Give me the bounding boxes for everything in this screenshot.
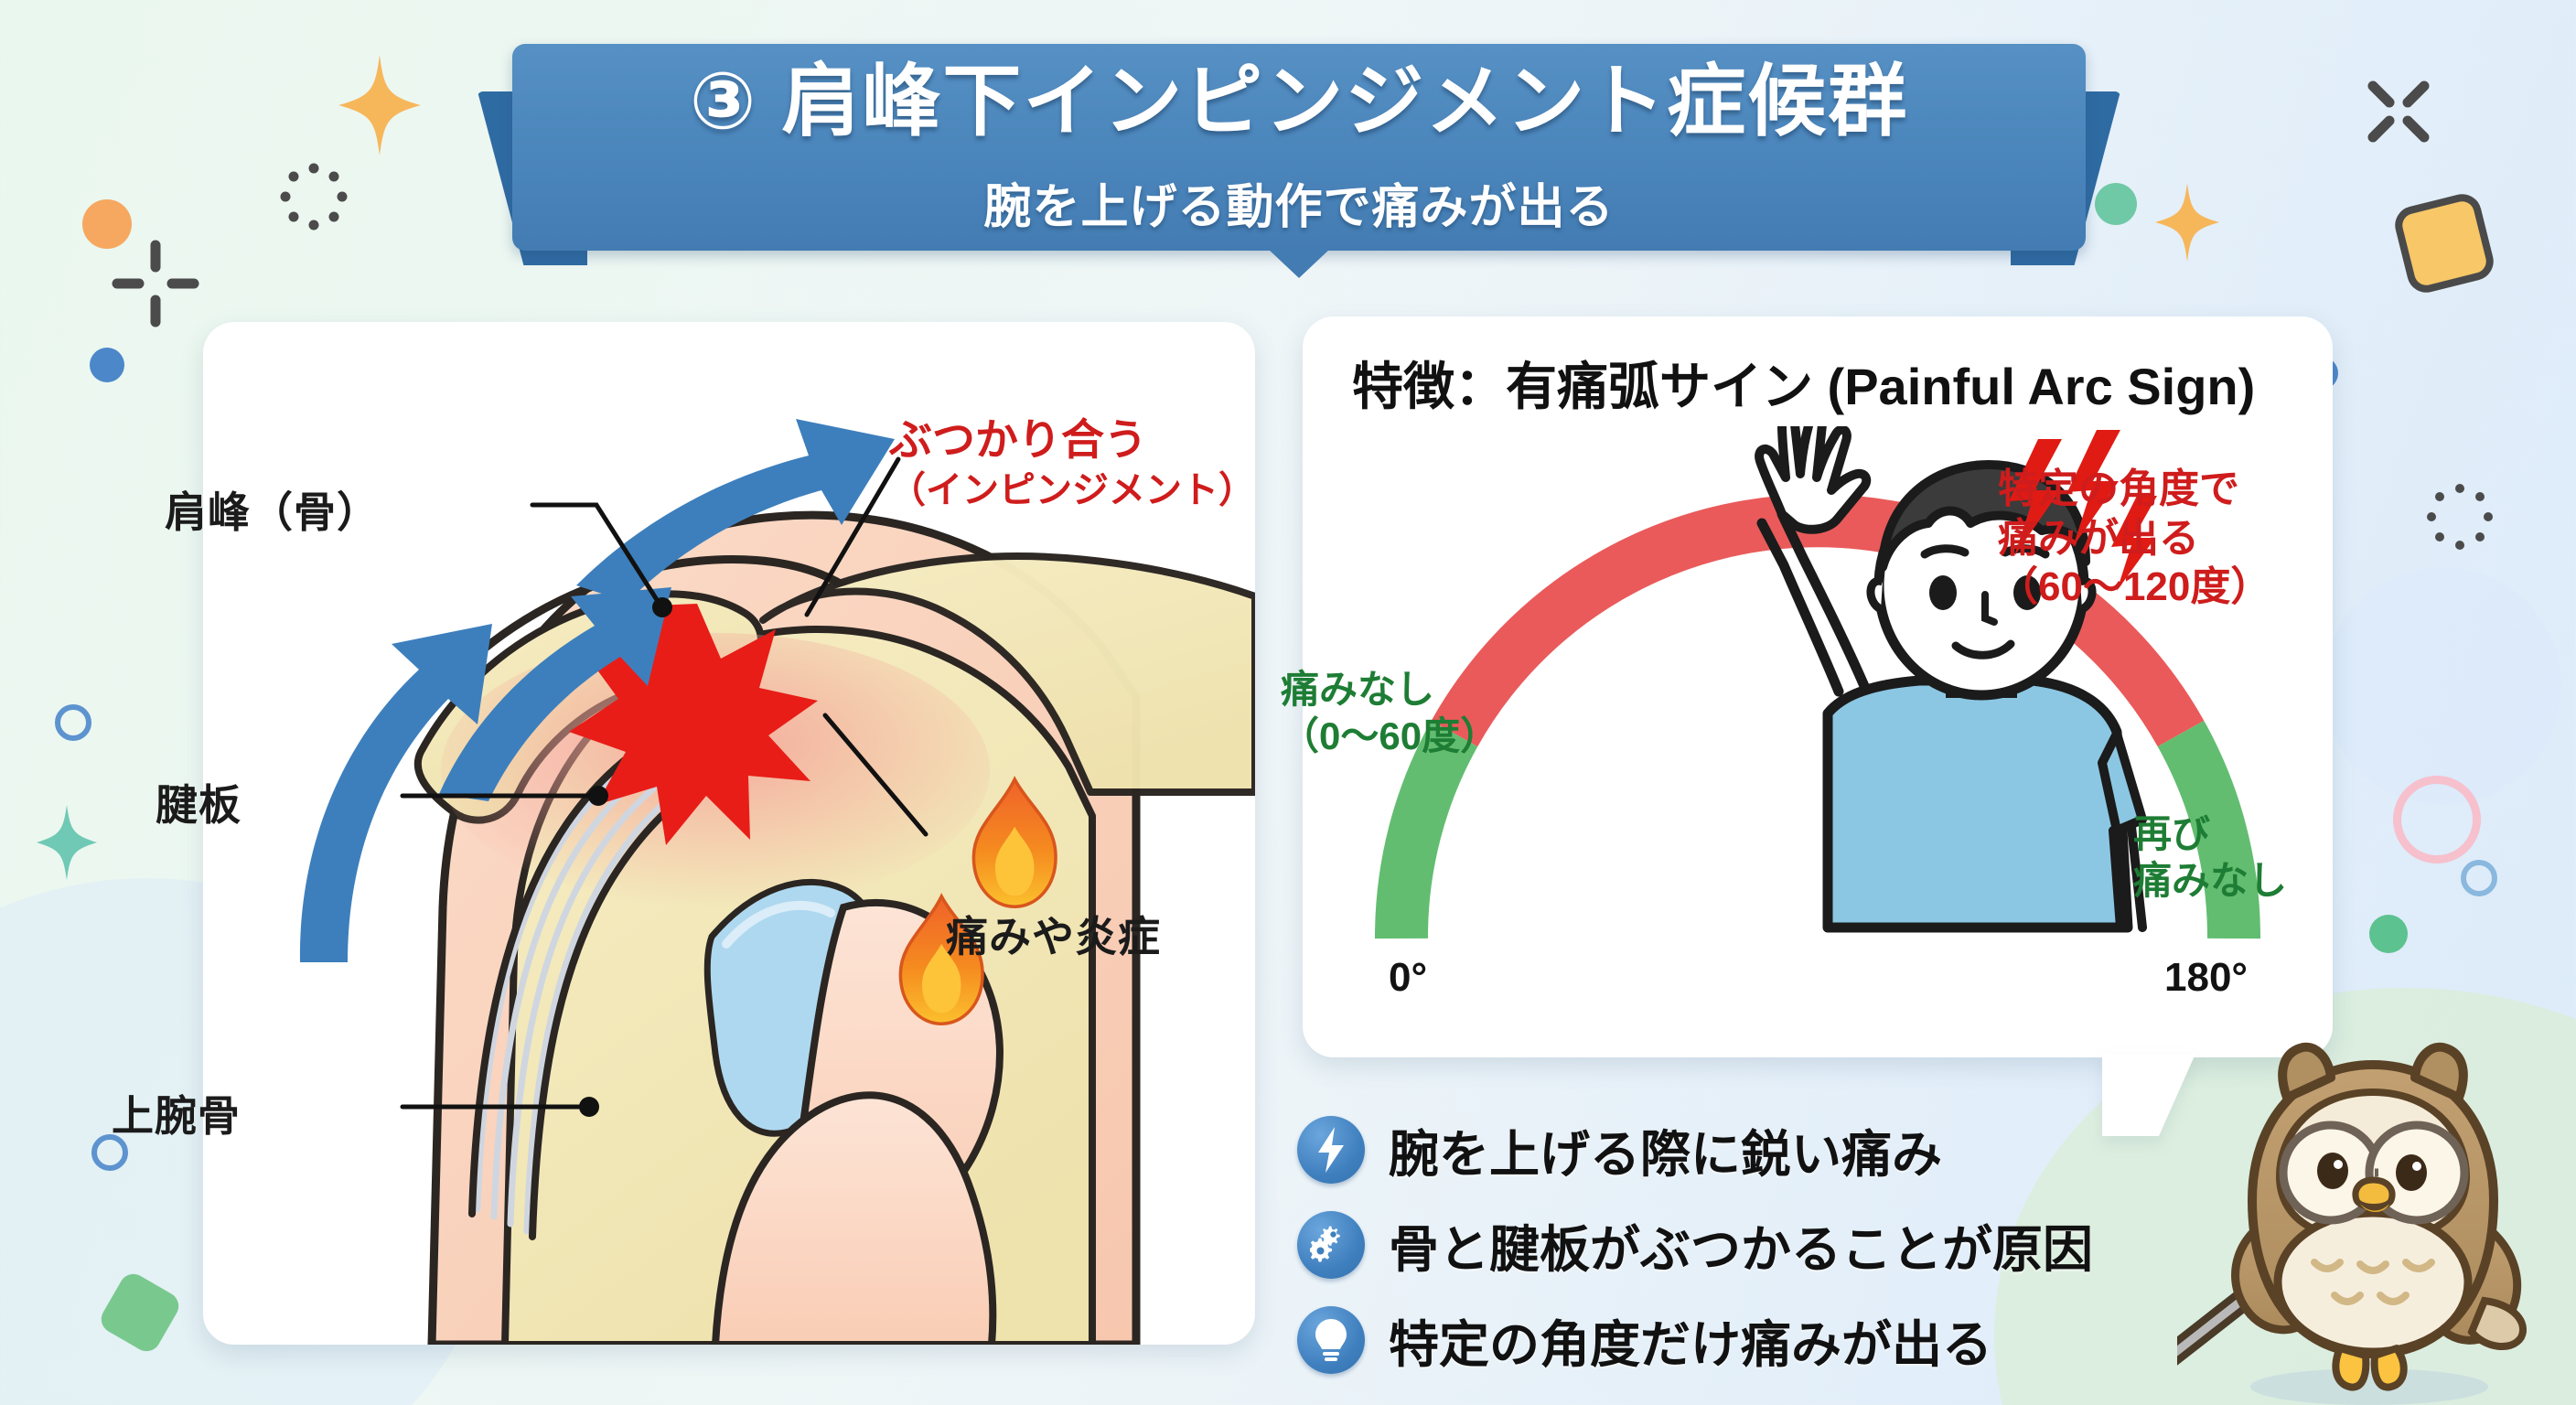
painful-arc-gauge bbox=[1374, 426, 2261, 939]
painful-arc-card: 特徴：有痛弧サイン (Painful Arc Sign) bbox=[1281, 316, 2333, 1136]
list-item-label: 腕を上げる際に鋭い痛み bbox=[1389, 1126, 1943, 1183]
impingement-callout: ぶつかり合う （インピンジメント） bbox=[889, 413, 1255, 513]
decor-ring-blue bbox=[55, 704, 91, 741]
dotted-circle-icon-2 bbox=[2427, 484, 2493, 550]
decor-square-yellow bbox=[2390, 189, 2498, 297]
label-acromion: 肩峰（骨） bbox=[165, 488, 380, 536]
list-item: 特定の角度だけ痛みが出る bbox=[1297, 1304, 2285, 1376]
gears-icon bbox=[1297, 1211, 1365, 1279]
sparkle-icon-teal bbox=[37, 805, 97, 880]
label-humerus: 上腕骨 bbox=[112, 1092, 241, 1140]
arc-label-pain-zone-line3: （60〜120度） bbox=[1998, 564, 2271, 610]
arc-label-pain-zone-line1: 特定の角度で bbox=[1998, 467, 2239, 511]
plus-mark-icon bbox=[112, 240, 199, 327]
label-rotator-cuff: 腱板 bbox=[156, 781, 242, 829]
sparkle-icon-yellow bbox=[338, 55, 421, 156]
lightning-bolt-icon-group bbox=[2009, 430, 2157, 591]
arc-label-no-pain-left: 痛みなし （0〜60度） bbox=[1281, 666, 1555, 759]
arc-label-no-pain-right-line1: 再び bbox=[2133, 812, 2211, 855]
flame-icon-1 bbox=[971, 776, 1057, 909]
ribbon-notch bbox=[1268, 249, 1330, 278]
arc-label-no-pain-right: 再び 痛みなし bbox=[2133, 810, 2371, 904]
flame-icon-2 bbox=[898, 893, 984, 1026]
key-points-list: 腕を上げる際に鋭い痛み 骨と腱板がぶつかることが原因 特定の角度だけ痛みが出る bbox=[1297, 1114, 2285, 1400]
arc-label-pain-zone: 特定の角度で 痛みが出る （60〜120度） bbox=[1998, 465, 2327, 612]
decor-ring-blue-3 bbox=[2461, 860, 2497, 896]
arc-label-pain-zone-line2: 痛みが出る bbox=[1998, 515, 2199, 561]
decor-dot-teal bbox=[2095, 183, 2137, 225]
anatomy-illustration-card: 肩峰（骨） 腱板 上腕骨 痛みや炎症 ぶつかり合う （インピンジメント） bbox=[112, 322, 1255, 1345]
ribbon-body bbox=[512, 44, 2086, 278]
arc-segment-no-pain-right bbox=[2157, 720, 2261, 939]
upward-arrow-icon-2 bbox=[439, 587, 671, 801]
page-subtitle: 腕を上げる動作で痛みが出る bbox=[983, 181, 1615, 234]
arc-panel-heading: 特徴：有痛弧サイン (Painful Arc Sign) bbox=[1352, 358, 2256, 415]
list-item-label: 骨と腱板がぶつかることが原因 bbox=[1389, 1221, 2094, 1278]
bg-blob-right bbox=[2324, 567, 2561, 805]
owl-mascot bbox=[2177, 1042, 2527, 1405]
impingement-callout-line2: （インピンジメント） bbox=[889, 469, 1255, 510]
impingement-callout-line1: ぶつかり合う bbox=[889, 415, 1147, 464]
list-item-label: 特定の角度だけ痛みが出る bbox=[1389, 1316, 1993, 1373]
title-ribbon: ③ 肩峰下インピンジメント症候群 腕を上げる動作で痛みが出る bbox=[478, 44, 2120, 278]
page-title: ③ 肩峰下インピンジメント症候群 bbox=[689, 58, 1909, 145]
axis-label-end: 180° bbox=[2164, 955, 2249, 1000]
x-burst-icon bbox=[2367, 80, 2430, 143]
shoulder-anatomy-diagram bbox=[299, 419, 1255, 1345]
decor-dot-blue bbox=[90, 348, 124, 382]
arc-label-no-pain-left-line1: 痛みなし bbox=[1281, 668, 1435, 711]
decor-ring-pink bbox=[2393, 776, 2481, 863]
decor-dot-green bbox=[2369, 915, 2408, 953]
list-item: 腕を上げる際に鋭い痛み bbox=[1297, 1114, 2285, 1185]
sparkle-icon-yellow-2 bbox=[2155, 183, 2219, 262]
label-pain-inflammation: 痛みや炎症 bbox=[946, 913, 1161, 960]
lightbulb-icon bbox=[1297, 1306, 1365, 1374]
arc-label-no-pain-right-line2: 痛みなし bbox=[2133, 859, 2288, 903]
arc-segment-no-pain-left bbox=[1374, 720, 1478, 939]
dotted-circle-icon bbox=[280, 163, 348, 231]
lightning-bolt-icon bbox=[1297, 1116, 1365, 1184]
upward-arrow-icon-3 bbox=[576, 419, 895, 602]
axis-label-start: 0° bbox=[1389, 955, 1428, 1000]
arc-label-no-pain-left-line2: （0〜60度） bbox=[1281, 714, 1499, 758]
speech-bubble-tail bbox=[2102, 1054, 2195, 1136]
decor-dot-orange bbox=[82, 199, 132, 249]
list-item: 骨と腱板がぶつかることが原因 bbox=[1297, 1209, 2285, 1281]
person-raising-arm-icon bbox=[1755, 426, 2147, 933]
decor-ring-blue-2 bbox=[91, 1134, 128, 1171]
upward-arrow-icon-1 bbox=[299, 624, 492, 962]
